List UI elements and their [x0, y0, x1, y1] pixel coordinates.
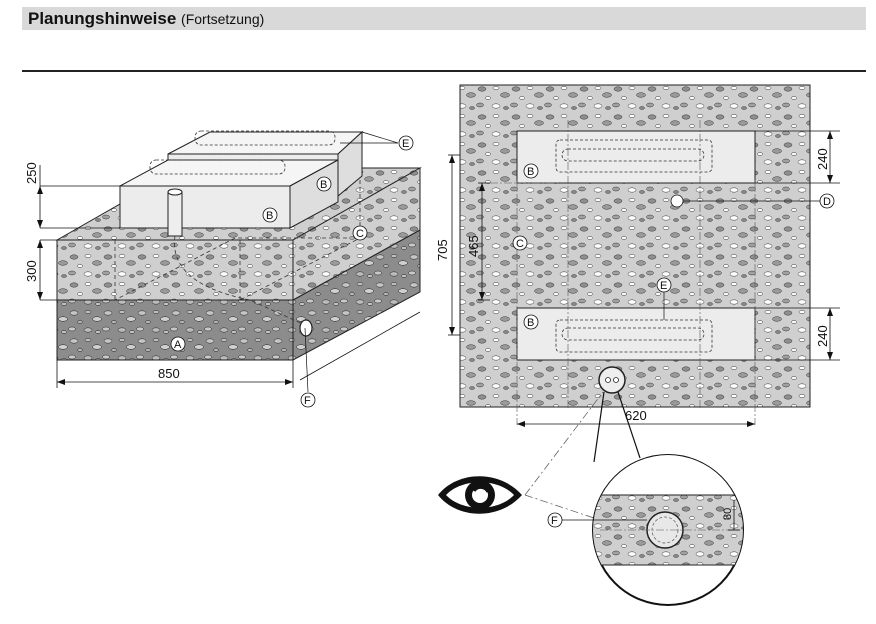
svg-text:B: B — [527, 317, 534, 329]
dim-width-right: 620 — [625, 408, 647, 423]
callout-B-upper: B — [316, 176, 332, 192]
pipe — [167, 188, 183, 237]
svg-text:A: A — [174, 339, 182, 351]
svg-text:E: E — [660, 280, 667, 292]
dim-inner-depth: 465 — [466, 235, 481, 257]
svg-text:F: F — [304, 395, 311, 407]
eye-icon — [438, 476, 522, 514]
callout-C-right: C — [512, 235, 528, 251]
dim-total-depth: 705 — [435, 239, 450, 261]
section-subtitle: (Fortsetzung) — [181, 11, 265, 27]
plan-view: 705 465 240 240 620 B B C D E — [435, 84, 840, 606]
callout-F-left: F — [300, 392, 316, 408]
section-title: Planungshinweise — [28, 9, 177, 28]
svg-text:D: D — [823, 196, 831, 208]
header-divider — [22, 70, 866, 72]
concrete-beam-back — [167, 130, 364, 198]
svg-text:B: B — [527, 166, 534, 178]
dim-height-bottom: 300 — [24, 260, 39, 282]
svg-text:E: E — [402, 138, 409, 150]
section-header: Planungshinweise (Fortsetzung) — [22, 7, 866, 30]
svg-text:F: F — [551, 515, 558, 527]
callout-B-lower: B — [262, 207, 278, 223]
dim-detail: 80 — [722, 508, 734, 520]
section-heading: Planungshinweise (Fortsetzung) — [28, 9, 264, 29]
beam-bottom — [516, 307, 756, 361]
callout-A: A — [170, 336, 186, 352]
detail-magnifier: 80 F — [547, 454, 744, 606]
dim-beam-bottom: 240 — [815, 325, 830, 347]
svg-text:B: B — [266, 210, 273, 222]
gravel-front — [56, 239, 294, 301]
dim-beam-top: 240 — [815, 148, 830, 170]
plan-pipe — [598, 366, 626, 394]
callout-D: D — [670, 193, 835, 209]
concrete-beam-front — [119, 159, 339, 229]
svg-text:C: C — [516, 238, 524, 250]
callout-E-left: E — [398, 135, 414, 151]
callout-B-bottom: B — [523, 314, 539, 330]
dim-height-top: 250 — [24, 162, 39, 184]
callout-C-left: C — [352, 225, 368, 241]
callout-F-right: F — [547, 512, 647, 528]
svg-text:B: B — [320, 179, 327, 191]
dim-width-left: 850 — [158, 366, 180, 381]
svg-text:C: C — [356, 228, 364, 240]
callout-E-right: E — [656, 277, 672, 320]
callout-B-top: B — [523, 163, 539, 179]
beam-top — [516, 130, 756, 184]
isometric-foundation-view: 250 300 850 E B B C A F — [24, 130, 422, 408]
lower-soil-front — [56, 299, 294, 361]
